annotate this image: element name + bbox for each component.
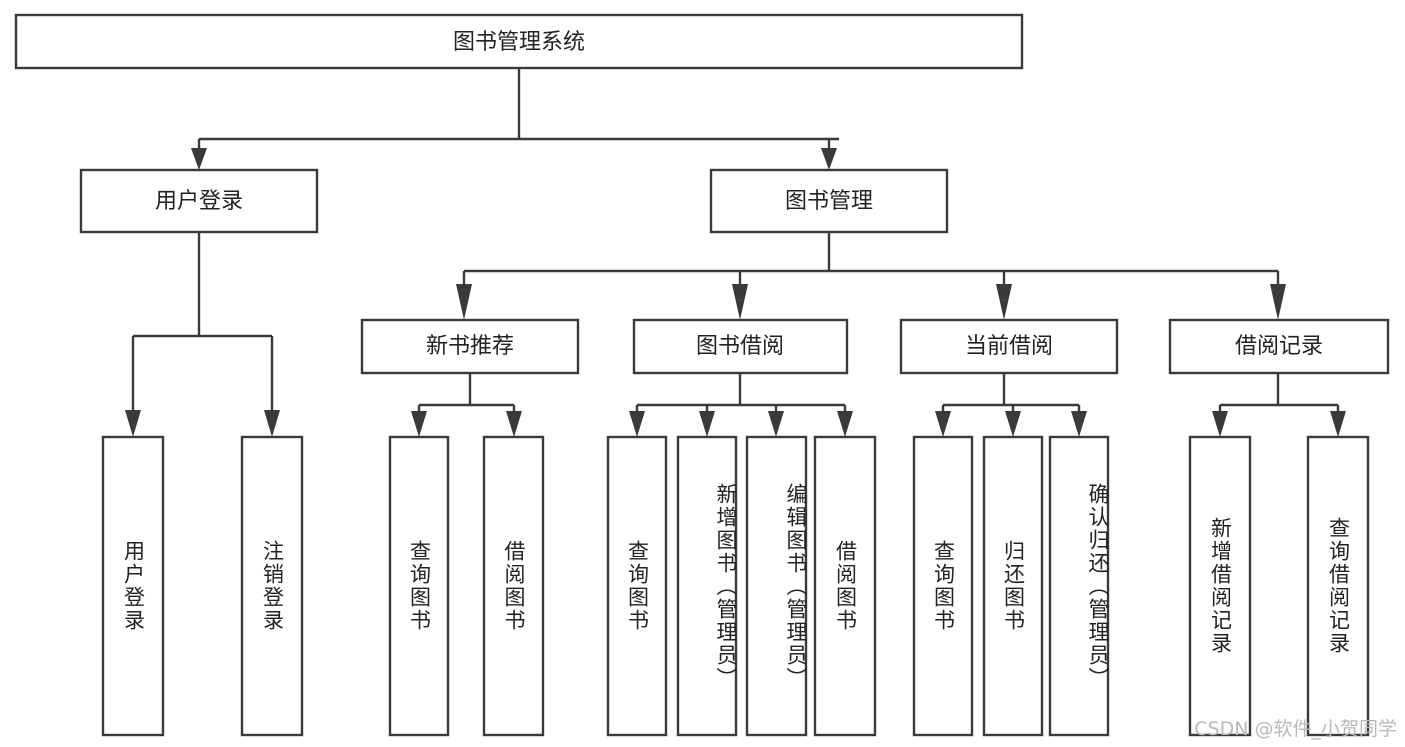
label-new-book-recommend: 新书推荐 xyxy=(426,334,514,359)
node-book-borrow[interactable] xyxy=(632,318,849,375)
node-leaf-query-record[interactable] xyxy=(1306,435,1370,737)
node-root[interactable] xyxy=(14,13,1024,70)
arrow-leaf-query-record xyxy=(1330,411,1346,437)
node-leaf-return-book[interactable] xyxy=(982,435,1044,737)
label-borrow-record: 借阅记录 xyxy=(1235,334,1323,359)
arrow-book-management xyxy=(821,148,837,170)
node-current-borrow[interactable] xyxy=(899,318,1119,375)
label-user-login: 用户登录 xyxy=(155,189,243,214)
node-leaf-user-login[interactable] xyxy=(101,435,165,737)
node-leaf-edit-book[interactable] xyxy=(745,435,808,737)
node-leaf-confirm-return[interactable] xyxy=(1048,435,1110,737)
node-leaf-borrow-book-2[interactable] xyxy=(813,435,877,737)
watermark-text: CSDN @软件_小贺同学 xyxy=(1194,718,1397,740)
connector-group xyxy=(125,68,1346,437)
arrow-leaf-edit-book xyxy=(768,411,784,437)
arrow-leaf-query-book-1 xyxy=(411,411,427,437)
arrow-leaf-user-login xyxy=(125,410,141,437)
arrow-current-borrow xyxy=(996,284,1012,320)
label-book-management: 图书管理 xyxy=(785,189,873,214)
arrow-leaf-query-book-3 xyxy=(935,411,951,437)
node-new-book-recommend[interactable] xyxy=(360,318,580,375)
node-label-group: 图书管理系统 用户登录 图书管理 新书推荐 图书借阅 当前借阅 借阅记录 xyxy=(155,30,1323,359)
node-leaf-query-book-3[interactable] xyxy=(912,435,974,737)
node-leaf-borrow-book-1[interactable] xyxy=(482,435,545,737)
node-leaf-add-record[interactable] xyxy=(1188,435,1252,737)
arrow-leaf-borrow-book-1 xyxy=(506,411,522,437)
arrow-leaf-query-book-2 xyxy=(629,411,645,437)
arrow-new-book-recommend xyxy=(456,284,472,320)
arrow-user-login xyxy=(191,148,207,170)
node-leaf-add-book[interactable] xyxy=(676,435,738,737)
arrow-leaf-borrow-book-2 xyxy=(837,411,853,437)
arrow-leaf-confirm-return xyxy=(1071,411,1087,437)
arrow-borrow-record xyxy=(1270,284,1286,320)
arrow-leaf-add-record xyxy=(1212,411,1228,437)
node-leaf-query-book-2[interactable] xyxy=(606,435,668,737)
label-current-borrow: 当前借阅 xyxy=(965,334,1053,359)
arrow-leaf-return-book xyxy=(1005,411,1021,437)
arrow-leaf-add-book xyxy=(699,411,715,437)
label-book-borrow: 图书借阅 xyxy=(696,334,784,359)
arrow-leaf-logout xyxy=(264,410,280,437)
node-user-login[interactable] xyxy=(79,168,319,234)
node-box-group xyxy=(14,13,1390,737)
label-root: 图书管理系统 xyxy=(453,30,585,55)
node-book-management[interactable] xyxy=(709,168,949,234)
node-leaf-query-book-1[interactable] xyxy=(388,435,450,737)
arrow-book-borrow xyxy=(732,284,748,320)
node-leaf-logout[interactable] xyxy=(240,435,304,737)
node-borrow-record[interactable] xyxy=(1168,318,1390,375)
